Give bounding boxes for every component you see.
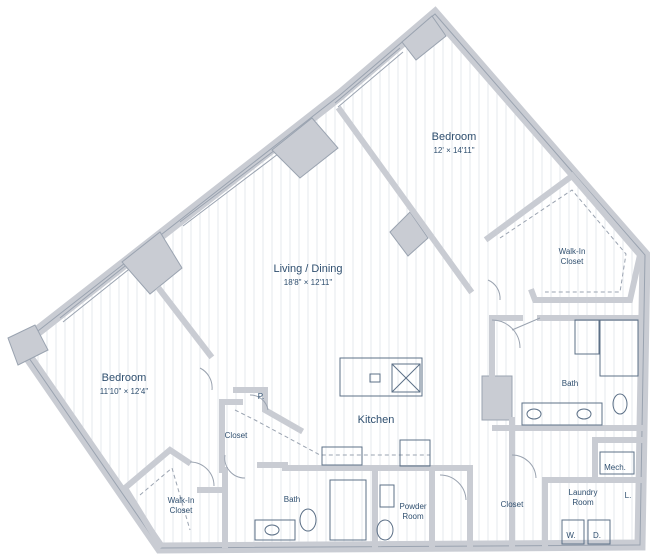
window-strip [59, 47, 404, 323]
kitchen-label: Kitchen [358, 414, 395, 426]
walkin-top-label-2: Closet [561, 257, 584, 266]
powder-room-label-1: Powder [399, 502, 426, 511]
bedroom-main-dims: 12' × 14'11" [433, 146, 474, 155]
bedroom-left-label: Bedroom [102, 372, 147, 384]
walkin-top-label-1: Walk-In [559, 247, 586, 256]
living-dining-label: Living / Dining [273, 263, 342, 275]
closet-left-label: Closet [225, 431, 248, 440]
pantry-label: P. [258, 392, 265, 401]
ceiling-dash-lines [139, 189, 627, 531]
washer-label: W. [566, 531, 575, 540]
dryer-label: D. [593, 531, 601, 540]
bath-right-label: Bath [562, 379, 578, 388]
powder-room-label-2: Room [402, 512, 424, 521]
bath-left-label: Bath [284, 495, 300, 504]
linen-label: L. [625, 491, 632, 500]
walkin-left-label-2: Closet [170, 506, 193, 515]
bedroom-left-dims: 11'10" × 12'4" [100, 387, 149, 396]
closet-mid-label: Closet [501, 500, 524, 509]
laundry-room-label-2: Room [572, 498, 594, 507]
bedroom-main-label: Bedroom [432, 131, 477, 143]
living-dining-dims: 18'8" × 12'11" [284, 278, 333, 287]
walkin-left-label-1: Walk-In [168, 496, 195, 505]
interior-walls [120, 105, 644, 550]
door-swings [189, 279, 541, 501]
fixtures [254, 319, 639, 545]
laundry-room-label-1: Laundry [569, 488, 598, 497]
structural-columns [7, 15, 513, 421]
mech-label: Mech. [604, 463, 626, 472]
